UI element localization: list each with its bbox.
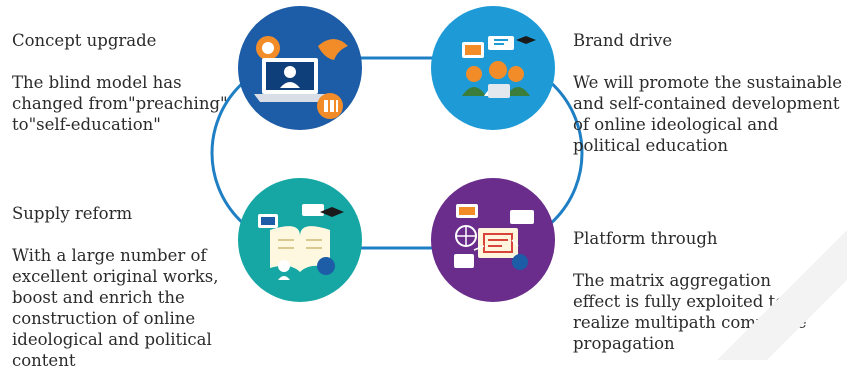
certificate-network-icon [454, 204, 534, 270]
supply-node [238, 178, 362, 302]
supply-reform-description: With a large number of excellent origina… [12, 246, 219, 370]
brand-node [431, 6, 555, 130]
brand-drive-description: We will promote the sustainable and self… [573, 73, 843, 155]
cycle-diagram [210, 6, 584, 302]
concept-upgrade-label: Concept upgrade The blind model has chan… [12, 9, 242, 156]
connecting-ring [210, 56, 584, 250]
brand-drive-label: Brand drive We will promote the sustaina… [573, 9, 847, 177]
concept-node [238, 6, 362, 130]
group-meeting-icon [462, 36, 536, 98]
platform-through-label: Platform through The matrix aggregation … [573, 207, 843, 375]
concept-upgrade-title: Concept upgrade [12, 31, 157, 50]
supply-reform-title: Supply reform [12, 204, 133, 223]
platform-through-title: Platform through [573, 229, 718, 248]
platform-node [431, 178, 555, 302]
open-book-icon [258, 204, 344, 280]
platform-through-description: The matrix aggregation effect is fully e… [573, 271, 807, 353]
brand-drive-title: Brand drive [573, 31, 673, 50]
supply-reform-label: Supply reform With a large number of exc… [12, 182, 252, 392]
laptop-video-icon [254, 36, 348, 119]
concept-upgrade-description: The blind model has changed from"preachi… [12, 73, 228, 134]
